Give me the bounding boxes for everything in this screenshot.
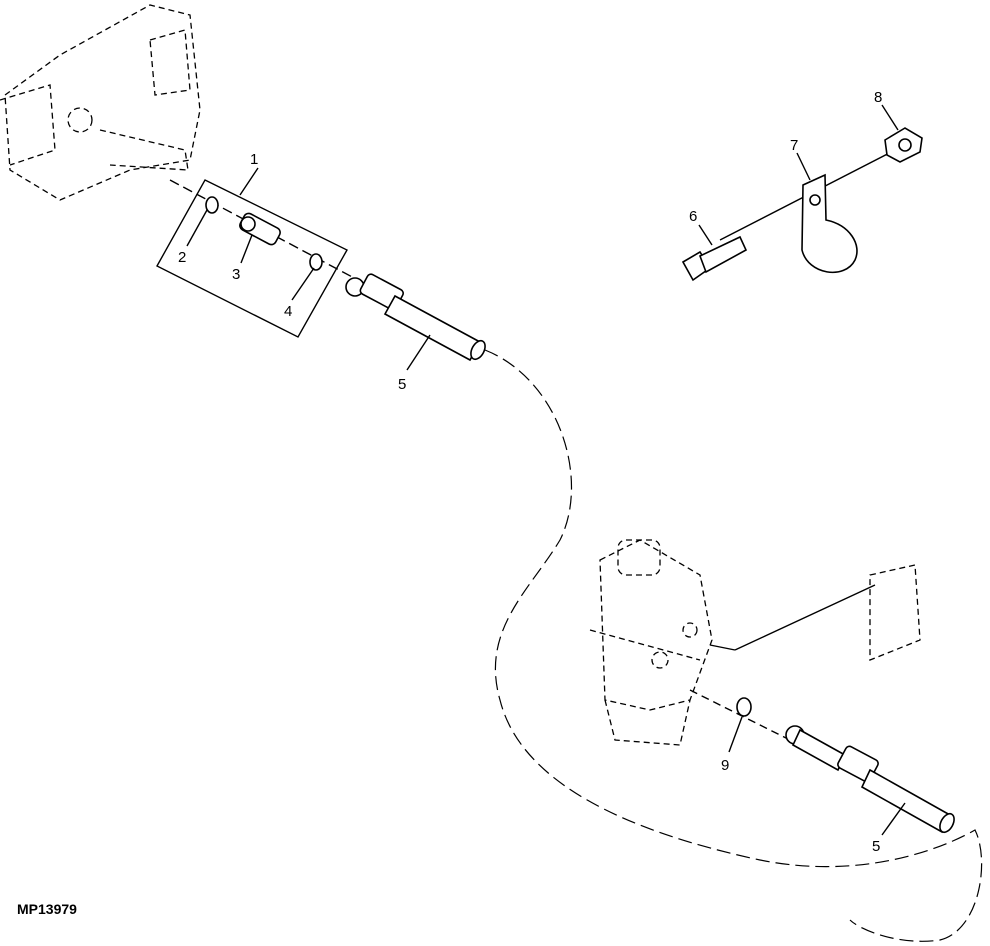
callout-3: 3: [232, 266, 240, 283]
pump-housing-ghost: [0, 4, 201, 201]
o-ring-4: [309, 253, 323, 271]
fitting-3: [239, 212, 281, 246]
callout-9: 9: [721, 757, 729, 774]
kit-box: [156, 179, 348, 338]
callout-4: 4: [284, 303, 292, 320]
figure-id: MP13979: [17, 901, 77, 917]
bracket-ghost: [869, 564, 921, 661]
nut-8: [884, 127, 923, 163]
control-valve: [589, 539, 713, 746]
callout-5-lower: 5: [872, 838, 880, 855]
clamp-7: [801, 173, 858, 274]
o-ring-2: [205, 196, 219, 214]
hydraulic-line-5-upper: [345, 273, 486, 362]
callout-7: 7: [790, 137, 798, 154]
hydraulic-line-5-lower: [785, 725, 955, 834]
callout-1: 1: [250, 151, 258, 168]
line-route: [484, 349, 983, 942]
callout-6: 6: [689, 208, 697, 225]
callout-2: 2: [178, 249, 186, 266]
o-ring-9: [736, 697, 752, 717]
bolt-6: [681, 235, 748, 282]
callout-5-upper: 5: [398, 376, 406, 393]
callout-8: 8: [874, 89, 882, 106]
